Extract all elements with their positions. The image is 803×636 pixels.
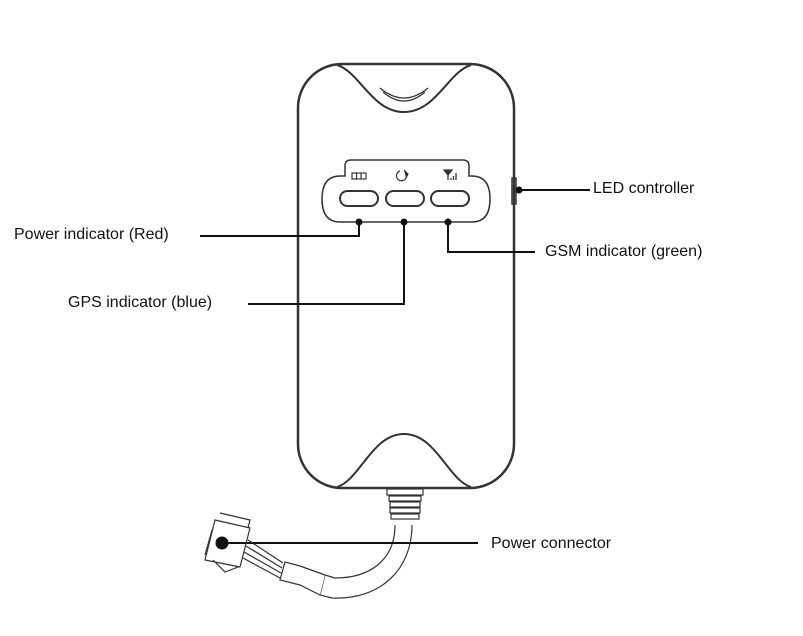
power-dot [355,218,363,226]
gps-led [385,190,425,207]
led-controller-label: LED controller [593,180,695,197]
battery-icon [351,172,367,180]
power-leader-line [200,222,360,237]
satellite-icon [396,169,409,182]
gsm-indicator-label: GSM indicator (green) [545,243,703,260]
gps-leader-line [248,222,405,305]
gps-indicator-label: GPS indicator (blue) [68,294,213,311]
power-led [339,190,379,207]
gsm-dot [444,218,452,226]
bottom-notch [336,432,472,488]
top-grip-icon [379,87,429,102]
device-body [296,62,516,490]
signal-icon [442,169,457,180]
gps-dot [400,218,408,226]
power-connector-dot [215,536,229,550]
power-connector-label: Power connector [491,535,612,552]
led-controller-dot [515,186,523,194]
power-indicator-label: Power indicator (Red) [14,226,169,243]
gsm-leader-line [447,222,535,253]
gsm-led [430,190,470,207]
led-panel [321,159,491,223]
top-notch [336,64,472,114]
connector-wires [242,539,284,579]
